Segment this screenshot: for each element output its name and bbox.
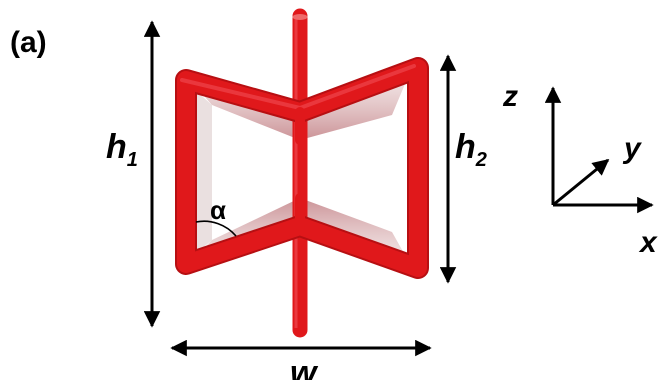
h1-sub: 1 [127,149,138,171]
panel-label: (a) [10,26,47,59]
alpha-label: α [210,195,226,225]
y-axis-label: y [622,132,642,165]
h2-main: h [455,128,476,166]
h2-sub: 2 [475,149,487,171]
z-axis-label: z [502,80,518,113]
tube-frame [175,57,429,279]
alpha-arc [195,220,237,237]
x-axis-label: x [638,226,658,259]
h1-label: h1 [106,128,138,171]
h2-label: h2 [455,128,487,171]
h1-main: h [106,128,127,166]
top-shaded-face [190,72,410,140]
y-axis [552,158,610,207]
coordinate-axes: z y x [502,80,658,259]
central-rod [292,8,308,338]
w-label: w [290,354,319,380]
